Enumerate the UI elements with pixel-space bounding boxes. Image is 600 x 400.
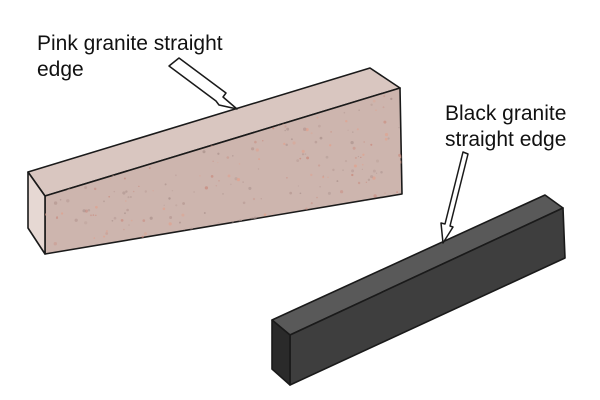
pink-edge-end-face <box>27 171 46 255</box>
black-edge-end-face <box>271 319 291 386</box>
black-granite-label-line2: straight edge <box>445 128 567 151</box>
pink-granite-label: Pink granite straight edge <box>37 31 223 83</box>
black-edge-arrow-icon <box>440 151 469 244</box>
black-granite-label-line1: Black granite <box>445 102 567 125</box>
black-granite-straight-edge <box>271 194 566 386</box>
black-granite-label: Black granite straight edge <box>445 101 566 153</box>
pink-granite-label-line1: Pink granite straight <box>37 32 223 55</box>
pink-edge-arrow-icon <box>168 57 238 110</box>
pink-granite-label-line2: edge <box>37 58 84 81</box>
